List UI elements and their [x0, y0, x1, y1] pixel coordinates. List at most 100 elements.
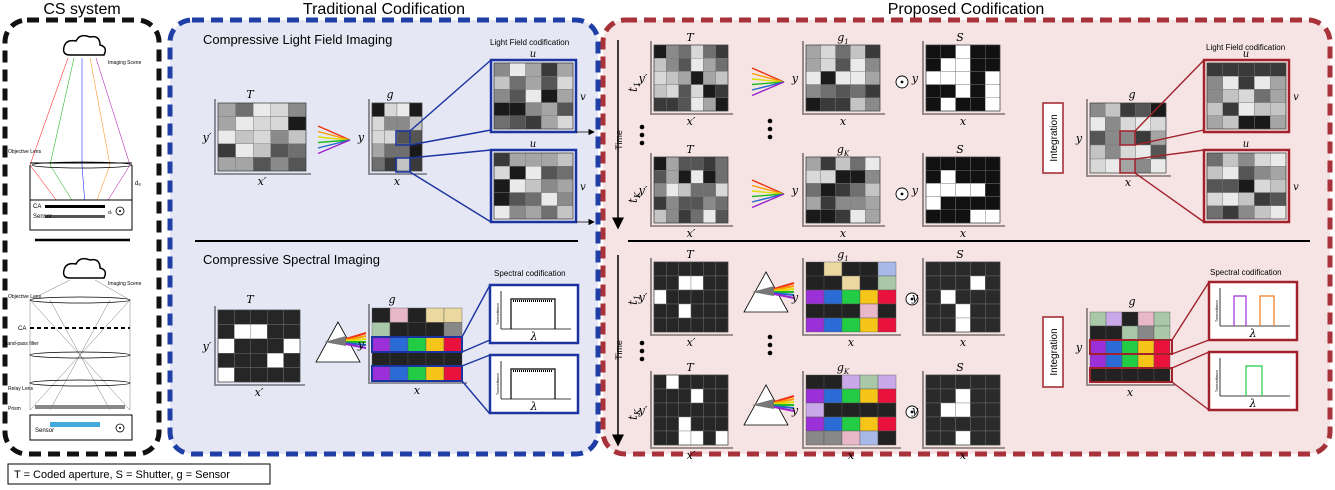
lambda-axis-label: λ [530, 400, 538, 413]
coded-aperture-T-axes: x′ y′ [202, 306, 305, 399]
x-axis-label: x [960, 449, 967, 462]
y-axis-label: y [791, 72, 799, 85]
spectral-highlight-row [371, 336, 463, 353]
sensor-g-label: g1 [837, 31, 849, 46]
sensor-g-axes: xy [357, 99, 427, 188]
sensor-g-label: g [1128, 295, 1135, 308]
light-field-dispersion [751, 179, 785, 209]
hadamard-product-icon [905, 292, 919, 306]
y-axis-label: y [357, 131, 365, 144]
x-axis-label: x′ [687, 449, 696, 462]
traditional-title: Traditional Codification [303, 1, 465, 18]
y-axis-label: y [791, 184, 799, 197]
transmittance-label: Transmittance [1215, 370, 1219, 392]
x-axis-label: x [960, 115, 967, 128]
svg-text:dₗ: dₗ [108, 210, 112, 216]
transmittance-plot: Transmittance λ [493, 357, 575, 413]
sensor-g-axes: xy [357, 304, 467, 397]
coded-aperture-T-axes: x′ y′ [638, 371, 733, 462]
svg-text:Sensor: Sensor [35, 428, 54, 434]
x-axis-label: x′ [687, 227, 696, 240]
u-axis-label: u [1243, 139, 1249, 150]
sensor-g-grid [805, 44, 881, 112]
hadamard-product-icon [895, 75, 909, 89]
cloud-icon [62, 34, 107, 56]
y-axis-label: y′ [202, 131, 212, 144]
sensor-highlight-pixel [395, 157, 411, 173]
coded-aperture-T-grid [217, 102, 307, 172]
sensor-g-label: g1 [837, 248, 849, 263]
sensor-g-axes: xy [791, 258, 901, 349]
y-axis-label: y [911, 404, 919, 417]
coded-aperture-T-grid [653, 261, 729, 333]
coded-aperture-T-label: T [246, 293, 255, 306]
coded-aperture-T-axes: x′y′ [638, 41, 733, 128]
proposed-title: Proposed Codification [888, 1, 1045, 18]
tk-label-bottom: tK [626, 408, 642, 420]
t1-label-bottom: t1 [626, 295, 642, 305]
svg-text:Prism: Prism [8, 406, 21, 412]
cs-system-title: CS system [43, 1, 120, 18]
shutter-S-grid [925, 44, 1001, 112]
transmittance-label: Transmittance [496, 373, 500, 395]
coded-aperture-T-axes: x′y′ [638, 258, 733, 349]
light-field-dispersion [317, 125, 351, 155]
light-field-dispersion [751, 67, 785, 97]
coded-aperture-T-axes: x′y′ [202, 99, 311, 188]
svg-text:CA: CA [18, 326, 26, 332]
sensor-g-spectral-grid [805, 261, 897, 333]
x-axis-label: x′ [255, 386, 264, 399]
x-axis-label: x [848, 336, 855, 349]
lf-codification-grid [1206, 152, 1287, 220]
v-axis-label: v [1293, 182, 1299, 193]
light-field-schematic: Imaging Scene Objective Lens dₐ CA Senso… [8, 34, 142, 231]
spectral-highlight-row [1089, 367, 1173, 383]
u-axis-label: u [1243, 49, 1249, 60]
shutter-S-axes: xy [911, 371, 1005, 462]
shutter-S-axes: xy [911, 153, 1005, 240]
sensor-g-axes: xy [791, 153, 885, 240]
shutter-S-grid [925, 156, 1001, 224]
sensor-g-label: g [1128, 88, 1135, 101]
tk-label-top: tK [626, 191, 642, 203]
svg-text:Relay Lens: Relay Lens [8, 386, 34, 392]
shutter-S-axes: xy [911, 258, 1005, 349]
coded-aperture-T-label: T [686, 361, 695, 374]
y-axis-label: y′ [638, 184, 648, 197]
y-axis-label: y [911, 291, 919, 304]
coded-aperture-T-grid [653, 374, 729, 446]
prop-lf-codif-label: Light Field codification [1206, 43, 1285, 52]
sensor-g-label: gK [837, 143, 850, 158]
coded-aperture-T-grid [653, 44, 729, 112]
sensor-highlight-pixel [1119, 130, 1136, 146]
shutter-S-label: S [956, 31, 964, 44]
y-axis-label: y′ [638, 404, 648, 417]
sensor-g-grid [1089, 102, 1167, 174]
svg-text:Objective Lens: Objective Lens [8, 294, 42, 300]
x-axis-label: x [840, 115, 847, 128]
svg-text:CA: CA [33, 204, 41, 210]
x-axis-label: x [840, 227, 847, 240]
x-axis-label: x′ [687, 336, 696, 349]
prop-spec-codif-label: Spectral codification [1210, 268, 1282, 277]
hadamard-product-icon [905, 405, 919, 419]
x-axis-label: x [848, 449, 855, 462]
sensor-g-label: g [386, 88, 393, 101]
y-axis-label: y′ [202, 340, 212, 353]
shutter-S-grid [925, 374, 1001, 446]
coded-aperture-T-label: T [686, 248, 695, 261]
y-axis-label: y [357, 338, 365, 351]
legend-text: T = Coded aperture, S = Shutter, g = Sen… [14, 469, 230, 481]
sensor-g-axes: y [1075, 99, 1171, 177]
x-axis-label: x′ [687, 115, 696, 128]
svg-text:Integration: Integration [1049, 114, 1060, 161]
svg-text:Sensor: Sensor [33, 214, 52, 220]
y-axis-label: y [911, 184, 919, 197]
y-axis-label: y [791, 291, 799, 304]
y-axis-label: y [1075, 132, 1083, 145]
time-label-top: Time [614, 130, 624, 150]
sensor-g-spectral-grid [371, 307, 463, 381]
y-axis-label: y [1075, 341, 1083, 354]
